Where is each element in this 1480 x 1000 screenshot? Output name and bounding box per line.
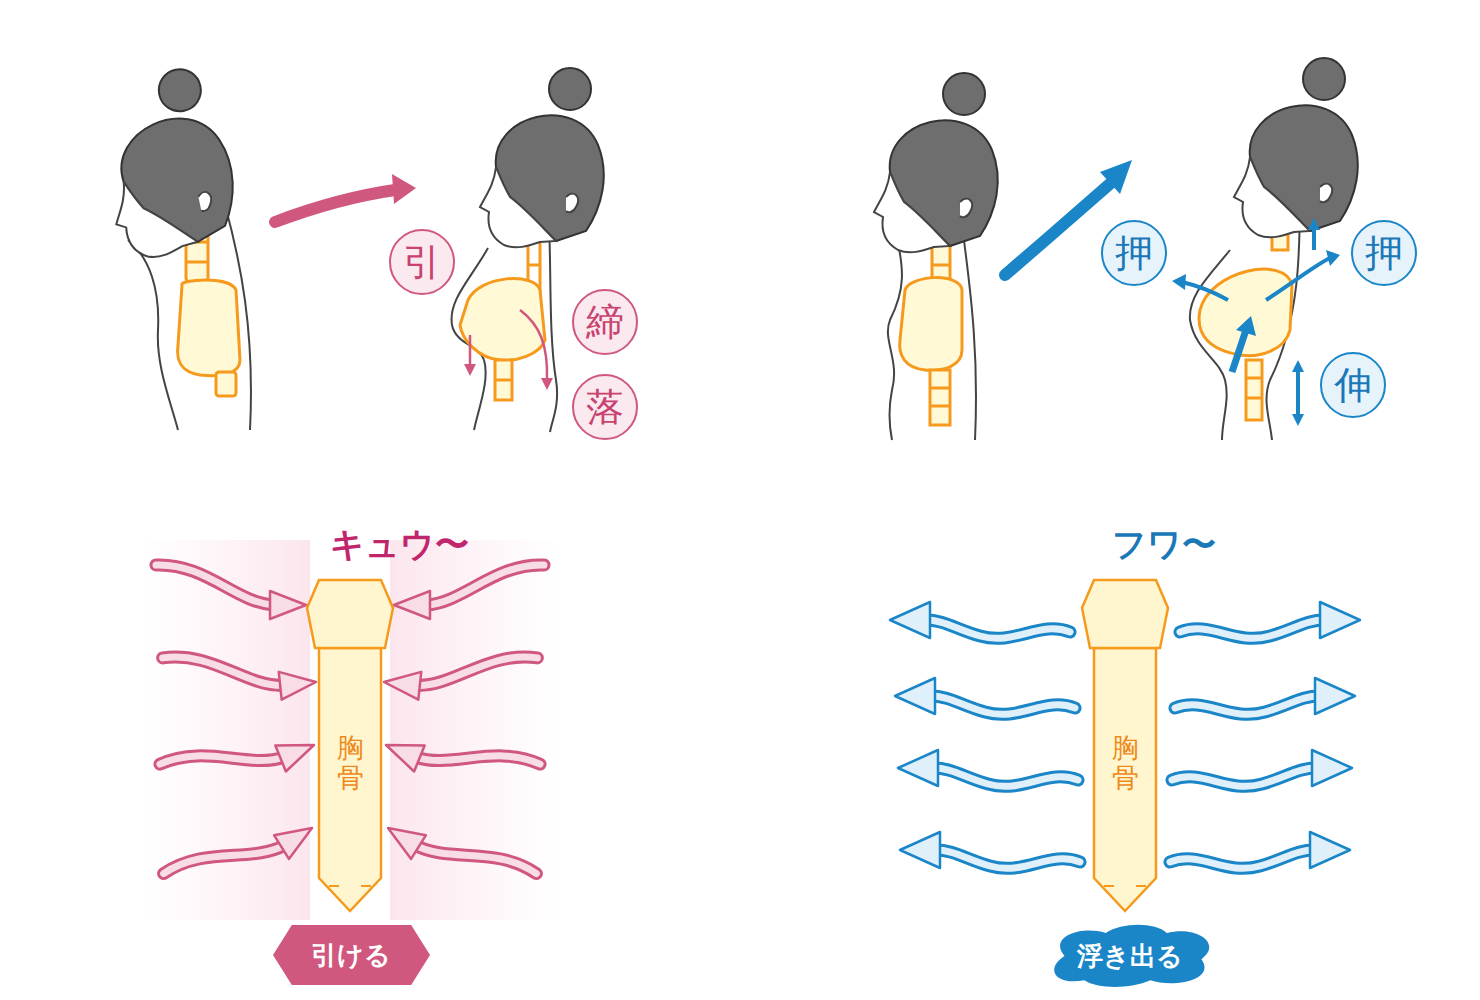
circle-label: 伸 bbox=[1320, 352, 1386, 418]
node-text: 引 bbox=[403, 243, 441, 281]
node-text: 伸 bbox=[1334, 366, 1372, 404]
node-text: 引ける bbox=[311, 938, 391, 973]
transition-arrow bbox=[1005, 182, 1112, 275]
sound-label: キュウ〜 bbox=[330, 522, 469, 568]
circle-label: 締 bbox=[572, 289, 638, 355]
figure-slouch bbox=[87, 63, 251, 430]
sound-label: フワ〜 bbox=[1112, 522, 1216, 568]
figure-before bbox=[874, 73, 998, 440]
circle-label: 押 bbox=[1101, 220, 1167, 286]
figure-pulled bbox=[452, 68, 604, 432]
node-text: 締 bbox=[586, 303, 624, 341]
node-text: 落 bbox=[586, 388, 624, 426]
hexagon-badge: 引ける bbox=[273, 925, 430, 985]
inward-arrows bbox=[140, 540, 560, 920]
node-text: 浮き出る bbox=[1077, 939, 1183, 974]
cloud-badge: 浮き出る bbox=[1048, 924, 1213, 988]
sternum: 胸骨 bbox=[1080, 578, 1170, 913]
arrow-head bbox=[1100, 160, 1132, 194]
circle-label: 落 bbox=[572, 374, 638, 440]
sternum: 胸骨 bbox=[305, 578, 395, 913]
node-text: 押 bbox=[1365, 234, 1403, 272]
node-text: 押 bbox=[1115, 234, 1153, 272]
arrow-head bbox=[392, 174, 416, 204]
node-text: 胸骨 bbox=[1112, 733, 1139, 792]
circle-label: 引 bbox=[389, 229, 455, 295]
node-text: 胸骨 bbox=[337, 733, 364, 792]
circle-label: 押 bbox=[1351, 220, 1417, 286]
transition-arrow bbox=[275, 190, 395, 222]
